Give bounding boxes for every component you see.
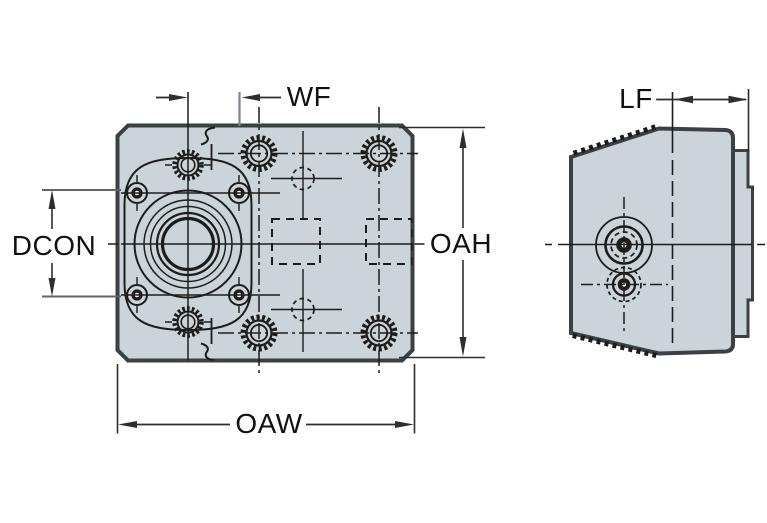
wf-label: WF <box>283 83 335 111</box>
serration-hatch <box>572 123 660 359</box>
lf-dimension <box>654 89 750 152</box>
oaw-dimension <box>116 364 416 434</box>
oah-label: OAH <box>426 230 496 258</box>
bolt-hole-axes <box>121 192 280 296</box>
dashed-position-circles <box>271 131 342 352</box>
break-hooks <box>200 126 216 361</box>
lf-label: LF <box>616 85 656 113</box>
side-flange-step <box>731 149 754 338</box>
crosshair-ticks <box>136 164 240 323</box>
front-body <box>115 123 415 363</box>
dcon-label: DCON <box>8 232 100 260</box>
wf-dimension <box>156 92 281 126</box>
side-view <box>545 92 765 359</box>
front-view <box>108 92 425 375</box>
side-centerlines <box>545 92 765 346</box>
dcon-dimension <box>42 189 121 298</box>
oaw-label: OAW <box>232 410 306 438</box>
hidden-pocket-outlines <box>271 218 413 265</box>
front-centerlines <box>108 92 425 375</box>
flange-outline <box>123 156 253 332</box>
oah-dimension <box>399 126 485 359</box>
